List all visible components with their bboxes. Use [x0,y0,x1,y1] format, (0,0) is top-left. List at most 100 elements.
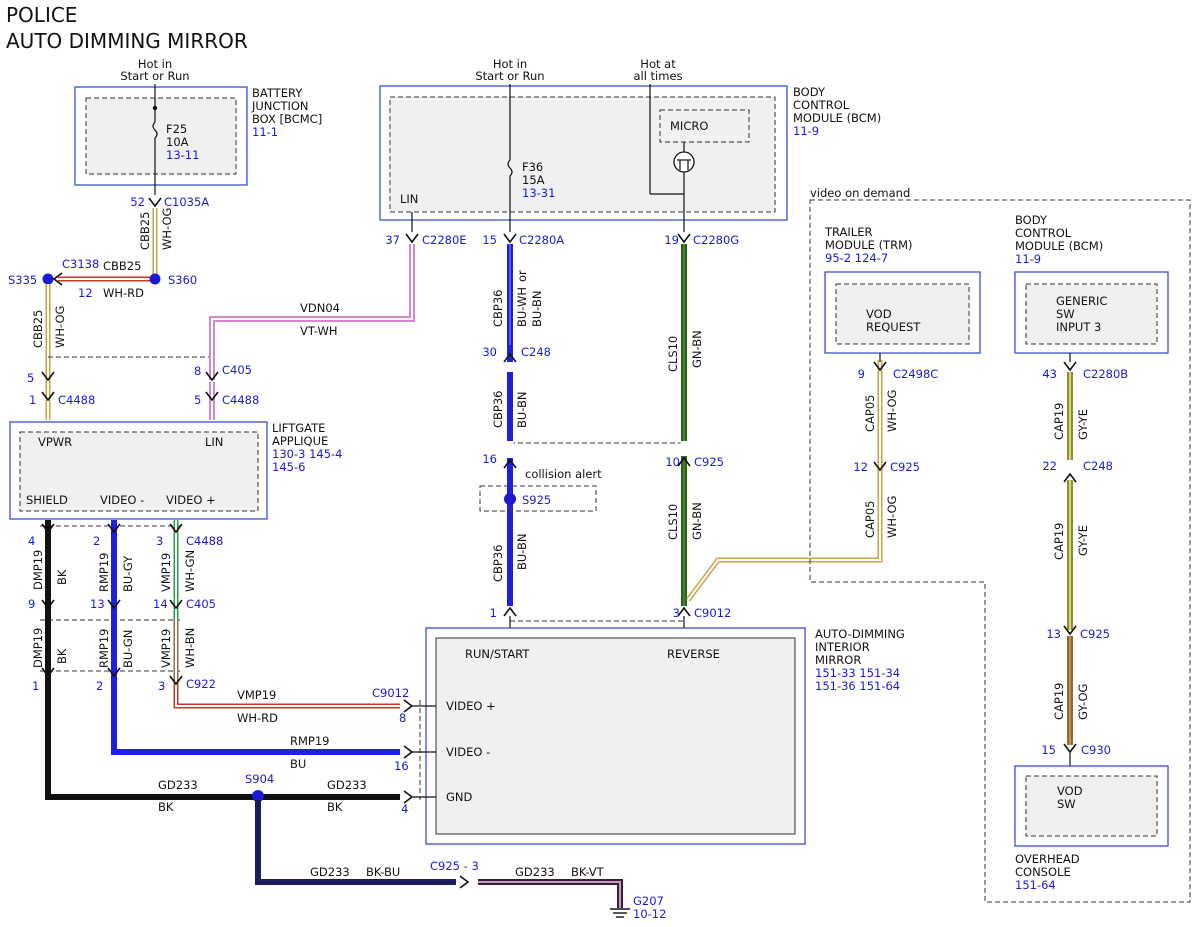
fuse-f36-icon [507,159,513,232]
wire-bk1-label: BK [55,569,69,585]
reverse-label: REVERSE [667,647,720,661]
body-control-module-right[interactable] [1014,271,1169,354]
micro-label: MICRO [670,119,708,133]
liftgate-ref-1: 130-3 145-4 [272,447,343,461]
wire-gd233c-label: GD233 [310,865,350,879]
battery-junction-box[interactable] [74,86,248,186]
wire-bkb-label: BK [327,800,343,814]
wire-cls10b-label: CLS10 [666,504,680,540]
pin-5b: 5 [194,393,201,407]
connector-c248b-icon [1063,472,1077,483]
mirror-video-plus-label: VIDEO + [446,699,496,713]
connector-c4488c: C4488 [186,534,223,548]
run-start-label: RUN/START [465,647,530,661]
connector-c2498c-icon [873,361,887,372]
wire-rmp19h-label: RMP19 [290,734,329,748]
wire-gd233a-label: GD233 [158,778,198,792]
pin-43: 43 [1042,367,1057,381]
connector-c1035a-icon [148,197,162,208]
pin-5a: 5 [27,371,34,385]
wire-buwh-label: BU-WH [515,287,529,327]
splice-s925[interactable] [504,493,516,505]
connector-c925b-icon [873,461,887,472]
wire-bu-label: BU [290,757,306,771]
video-plus-label: VIDEO + [166,493,216,507]
wire-rmp19[interactable] [111,520,400,755]
bcm2-ref: 11-9 [1015,252,1041,266]
wire-gd233-bkbu[interactable] [255,800,456,885]
connector-c925a-icon [503,458,517,469]
pin-4b: 4 [401,802,408,816]
connector-c925c-icon [1063,625,1077,636]
splice-s335[interactable] [42,273,54,285]
splice-s360-label: S360 [168,273,197,287]
pin-15b: 15 [1041,743,1056,757]
liftgate-applique[interactable] [9,421,268,520]
connector-c922: C922 [186,677,216,691]
connector-c248a-icon [503,352,517,363]
connector-c922-icon [169,675,183,686]
pin-8: 8 [194,364,201,378]
pin-13b: 13 [1046,627,1061,641]
wire-cap05a-label: CAP05 [863,395,877,432]
pin-1c: 1 [490,606,497,620]
wire-bubn1-label: BU-BN [515,391,529,428]
wire-whrd-h-label: WH-RD [103,286,144,300]
splice-s904[interactable] [252,790,264,802]
video-on-demand-label: video on demand [810,186,910,200]
bcm-hot-label: Hot in [493,57,527,71]
wire-or-label: or [515,270,529,282]
connector-c2280a: C2280A [519,233,564,247]
splice-s360[interactable] [149,273,161,285]
mirror-ref-2: 151-36 151-64 [815,679,900,693]
bjb-hot-label-2: Start or Run [120,69,189,83]
wire-cls10a-label: CLS10 [666,336,680,372]
pin-37: 37 [385,233,400,247]
wire-gd233-bkvt[interactable] [478,879,623,908]
liftgate-lin-label: LIN [205,435,223,449]
connector-c2280b-icon [1063,361,1077,372]
pin-1b: 1 [32,679,39,693]
trm-name-1: TRAILER [824,225,872,239]
wire-whog1-label: WH-OG [885,390,899,432]
wire-cap05[interactable] [686,360,883,602]
wire-bkbu-label: BK-BU [366,865,400,879]
bjb-name-2: JUNCTION [251,99,309,113]
wire-gyog-label: GY-OG [1076,684,1090,720]
wire-whog-l-label: WH-OG [53,306,67,348]
shield-label: SHIELD [26,493,68,507]
connector-c930-icon [1063,743,1077,754]
connector-c2280e: C2280E [422,233,467,247]
splice-s925-label: S925 [522,493,551,507]
connector-c925c: C925 [1080,627,1110,641]
wire-vtwh-label: VT-WH [300,324,338,338]
wire-whog-v-label: WH-OG [160,208,174,250]
connector-c925d: C925 - 3 [430,859,479,873]
vod-sw-2: SW [1057,797,1076,811]
micro-block [659,109,750,143]
vod-sw-1: VOD [1057,784,1083,798]
bcm2-name-3: MODULE (BCM) [1015,239,1103,253]
pin-9a: 9 [858,367,865,381]
connector-c405a-icon [205,371,219,382]
generic-sw-3: INPUT 3 [1056,320,1101,334]
wire-bubn0-label: BU-BN [530,290,544,327]
body-control-module-top[interactable] [379,85,788,221]
wire-cap19c-label: CAP19 [1052,683,1066,720]
bjb-name-3: BOX [BCMC] [252,112,322,126]
auto-dimming-mirror[interactable] [425,627,806,845]
connector-c405a: C405 [222,363,252,377]
wire-cbp36b-label: CBP36 [491,391,505,429]
bcm-name-2: CONTROL [793,98,850,112]
trm-ref: 95-2 124-7 [825,251,888,265]
splice-s335-label: S335 [8,273,37,287]
wire-vmp1-label: VMP19 [159,553,173,592]
wire-bugy-label: BU-GY [121,555,135,592]
connector-c4488b: C4488 [222,393,259,407]
trailer-module[interactable] [824,271,981,354]
bcm-hot-label-2: Start or Run [475,69,544,83]
connector-c2280b: C2280B [1083,367,1128,381]
bjb-name-1: BATTERY [252,86,303,100]
connector-c2498c: C2498C [893,367,938,381]
overhead-console[interactable] [1014,765,1169,847]
